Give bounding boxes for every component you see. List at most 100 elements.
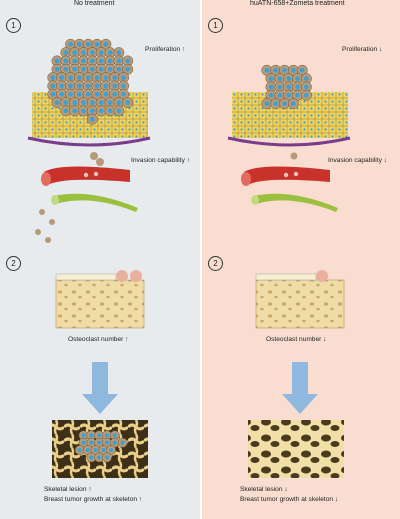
tumor-cell-nucleus — [273, 67, 279, 73]
tumor-cell-nucleus — [63, 58, 69, 64]
tumor-cell-nucleus — [286, 76, 292, 81]
right-lymph-vessel — [251, 193, 338, 212]
tumor-cell-nucleus — [104, 455, 110, 460]
tumor-cell-nucleus — [59, 75, 65, 80]
tumor-cell-nucleus — [104, 440, 110, 445]
tumor-cell-nucleus — [125, 100, 131, 105]
tumor-cell-nucleus — [85, 75, 91, 80]
tumor-cell-nucleus — [85, 91, 91, 97]
tumor-cell-nucleus — [81, 50, 86, 55]
left-lymph-vessel — [51, 193, 138, 212]
tumor-cell-nucleus — [125, 66, 131, 72]
tumor-cell-nucleus — [50, 75, 56, 80]
tumor-cell-nucleus — [89, 440, 94, 445]
tumor-cell-nucleus — [120, 440, 125, 445]
tumor-cell-nucleus — [104, 433, 110, 438]
tumor-cell-nucleus — [98, 58, 104, 64]
left-bone-section — [55, 270, 145, 329]
tumor-cell-nucleus — [90, 100, 95, 105]
tumor-cell-nucleus — [68, 75, 73, 80]
tumor-cell-nucleus — [50, 91, 56, 97]
tumor-cell-nucleus — [282, 101, 287, 106]
tumor-cell-nucleus — [68, 91, 73, 97]
tumor-cell-nucleus — [94, 91, 100, 97]
tumor-cell-nucleus — [72, 58, 78, 64]
tumor-cell-nucleus — [109, 448, 114, 453]
tumor-cell-nucleus — [107, 58, 113, 64]
tumor-cell-nucleus — [112, 440, 117, 445]
right-step-2-badge: 2 — [208, 256, 223, 271]
tumor-cell-nucleus — [304, 76, 309, 81]
tumor-cell-nucleus — [121, 91, 126, 97]
right-growth-label: Breast tumor growth at skeleton ↓ — [240, 496, 339, 503]
tumor-cell-nucleus — [107, 66, 113, 72]
tumor-cell-nucleus — [116, 66, 122, 72]
tumor-cell-nucleus — [90, 50, 95, 55]
left-proliferation-label: Proliferation ↑ — [145, 46, 186, 53]
tumor-cell-nucleus — [103, 75, 109, 80]
tumor-cell-nucleus — [97, 440, 102, 445]
tumor-cell-nucleus — [97, 433, 102, 438]
left-osteoclast-label: Osteoclast number ↑ — [68, 336, 129, 343]
tumor-cell-nucleus — [295, 76, 300, 81]
tumor-cell-nucleus — [101, 448, 106, 453]
tumor-cell-nucleus — [94, 41, 100, 47]
tumor-cell-nucleus — [98, 50, 104, 55]
tumor-cell-nucleus — [295, 92, 300, 98]
tumor-cell-nucleus — [277, 84, 283, 90]
tumor-cell-nucleus — [304, 84, 309, 90]
tumor-cell-nucleus — [54, 58, 60, 64]
right-proliferation-label: Proliferation ↓ — [342, 46, 383, 53]
tumor-cell-nucleus — [72, 50, 78, 55]
tumor-cell-nucleus — [89, 455, 94, 460]
tumor-cell-nucleus — [116, 58, 122, 64]
tumor-cell-nucleus — [90, 116, 95, 122]
tumor-cell-nucleus — [54, 66, 60, 72]
tumor-cell-nucleus — [63, 108, 69, 114]
left-header: No treatment — [74, 0, 115, 7]
panel-divider — [200, 0, 202, 519]
tumor-cell-nucleus — [103, 91, 109, 97]
tumor-cell-nucleus — [291, 67, 296, 73]
right-tumor-mass — [261, 64, 312, 110]
tumor-cell-nucleus — [81, 433, 86, 438]
tumor-cell-nucleus — [116, 108, 122, 114]
left-growth-label: Breast tumor growth at skeleton ↑ — [44, 496, 143, 503]
left-invasion-label: Invasion capability ↑ — [131, 157, 191, 164]
tumor-cell-nucleus — [81, 108, 86, 114]
tumor-cell-nucleus — [63, 66, 69, 72]
tumor-cell-nucleus — [81, 66, 86, 72]
right-invasion-label: Invasion capability ↓ — [328, 157, 388, 164]
right-osteoclast-label: Osteoclast number ↓ — [266, 336, 327, 343]
right-bone-section — [255, 270, 345, 329]
tumor-cell-nucleus — [112, 75, 118, 80]
tumor-cell-nucleus — [72, 100, 78, 105]
right-step-1-badge: 1 — [208, 18, 223, 33]
left-circulating-cells — [35, 152, 104, 243]
tumor-cell-nucleus — [264, 67, 270, 73]
tumor-cell-nucleus — [72, 66, 78, 72]
tumor-cell-nucleus — [112, 433, 117, 438]
tumor-cell-nucleus — [98, 108, 104, 114]
tumor-cell-nucleus — [98, 100, 104, 105]
tumor-cell-nucleus — [90, 66, 95, 72]
tumor-cell-nucleus — [103, 41, 109, 47]
tumor-cell-nucleus — [85, 83, 91, 89]
tumor-cell-nucleus — [116, 50, 122, 55]
tumor-cell-nucleus — [268, 76, 274, 81]
tumor-cell-nucleus — [77, 91, 82, 97]
tumor-cell-nucleus — [77, 83, 82, 89]
tumor-cell-nucleus — [93, 448, 98, 453]
tumor-cell-nucleus — [125, 58, 131, 64]
tumor-cell-nucleus — [77, 448, 82, 453]
tumor-cell-nucleus — [112, 91, 118, 97]
tumor-cell-nucleus — [112, 83, 118, 89]
tumor-cell-nucleus — [121, 75, 126, 80]
right-skeletal-lesion — [248, 420, 344, 478]
tumor-cell-nucleus — [50, 83, 56, 89]
left-blood-vessel — [41, 166, 130, 186]
left-lesion-label: Skeletal lesion ↑ — [44, 486, 92, 493]
right-header: huATN-658+Zometa treatment — [250, 0, 345, 7]
tumor-cell-nucleus — [59, 83, 65, 89]
